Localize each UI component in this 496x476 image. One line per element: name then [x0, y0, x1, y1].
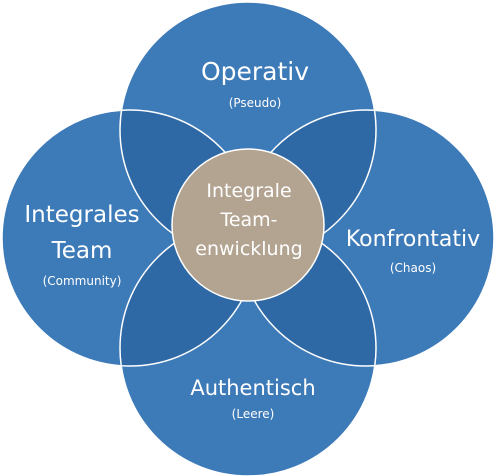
left-title-line1: Integrales: [24, 202, 139, 228]
center-circle: [171, 148, 325, 302]
center-line3: enwicklung: [195, 238, 302, 260]
center-line2: Team-: [219, 209, 277, 231]
left-subtitle: (Community): [43, 274, 122, 288]
bottom-subtitle: (Leere): [232, 407, 275, 421]
bottom-title: Authentisch: [190, 376, 315, 400]
right-subtitle: (Chaos): [390, 261, 436, 275]
right-title: Konfrontativ: [346, 227, 480, 252]
left-title-line2: Team: [51, 238, 113, 264]
top-subtitle: (Pseudo): [229, 96, 282, 110]
top-title: Operativ: [201, 57, 309, 86]
center-line1: Integrale: [206, 180, 291, 202]
